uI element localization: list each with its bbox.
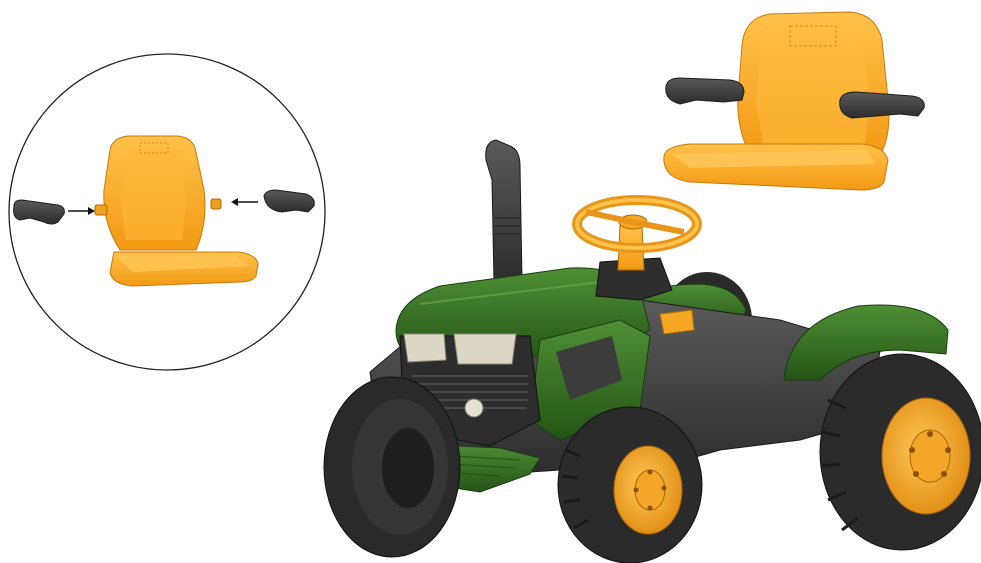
ride-on-tractor [324,140,981,563]
assembled-seat [664,12,924,190]
headlight-left [404,334,446,362]
front-wheel-left [324,377,460,557]
fog-lamp-right [465,399,483,417]
seat-armrest-right [840,92,925,118]
exhaust-pipe [486,140,522,282]
headlight-right [454,334,516,364]
rear-wheel-right [820,354,981,550]
front-wheel-right [558,407,702,563]
detail-callout [9,54,325,370]
tractor-seat [660,310,694,334]
seat-armrest-left [666,78,744,104]
